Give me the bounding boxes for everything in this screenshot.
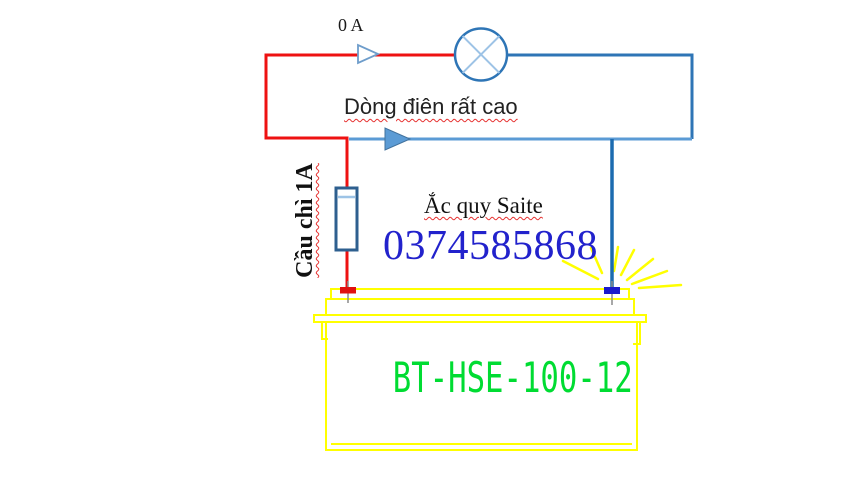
negative-wire-top — [507, 53, 694, 139]
fuse-label: Cầu chì 1A — [292, 163, 318, 278]
battery-outline — [313, 288, 647, 451]
spark-lines-icon — [561, 245, 683, 290]
warning-text: Dòng điên rất cao — [344, 94, 518, 119]
battery-right-foot — [633, 322, 641, 345]
battery-body — [325, 321, 638, 451]
positive-terminal — [340, 287, 356, 294]
current-arrow-icon — [384, 127, 412, 151]
battery-model-label: BT-HSE-100-12 — [392, 353, 633, 402]
phone-number: 0374585868 — [383, 223, 598, 269]
battery-left-foot — [321, 322, 328, 340]
battery-brand-label: Ắc quy Saite — [424, 193, 543, 218]
fuse-icon — [334, 186, 359, 252]
ammeter-reading-label: 0 A — [338, 15, 364, 35]
negative-terminal — [604, 287, 620, 294]
lamp-icon — [453, 27, 509, 82]
battery-terminal-plate — [330, 288, 630, 300]
battery-flange — [313, 314, 647, 323]
battery-lid — [325, 298, 635, 316]
ammeter-arrow-icon — [357, 43, 381, 65]
